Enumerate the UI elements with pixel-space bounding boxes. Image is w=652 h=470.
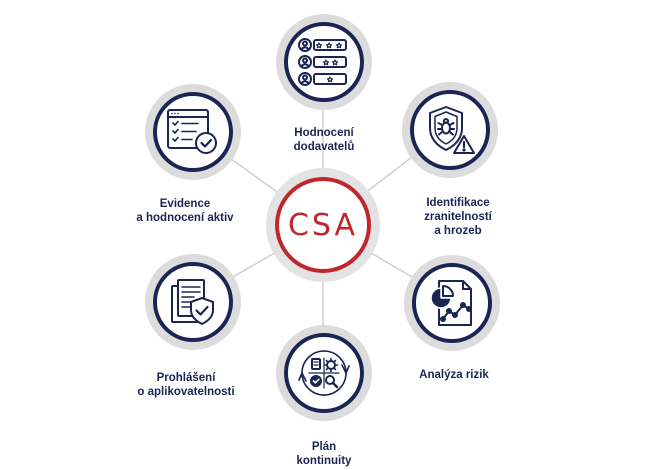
node-supplier-evaluation bbox=[276, 14, 372, 110]
node-applicability-statement bbox=[145, 254, 241, 350]
continuity-cycle-icon bbox=[298, 350, 350, 396]
csa-center-node: CSA bbox=[266, 168, 380, 282]
node-continuity-plan bbox=[276, 325, 372, 421]
label-continuity-plan: Plán kontinuity bbox=[296, 441, 352, 467]
csa-logo-text: CSA bbox=[287, 207, 359, 243]
label-supplier-evaluation: Hodnocení dodavatelů bbox=[293, 127, 355, 153]
report-chart-icon bbox=[430, 280, 472, 326]
node-risk-analysis bbox=[404, 255, 500, 351]
shield-bug-warning-icon bbox=[429, 106, 475, 154]
checklist-approval-icon bbox=[167, 109, 217, 154]
label-threat-identification: Identifikace zranitelností a hrozeb bbox=[424, 197, 492, 237]
label-risk-analysis: Analýza rizik bbox=[419, 369, 489, 381]
label-applicability-statement: Prohlášení o aplikovatelnosti bbox=[137, 372, 235, 398]
documents-shield-icon bbox=[171, 279, 214, 325]
supplier-rating-icon bbox=[298, 38, 347, 86]
label-asset-evaluation: Evidence a hodnocení aktiv bbox=[136, 198, 234, 224]
node-asset-evaluation bbox=[145, 84, 241, 180]
node-threat-identification bbox=[402, 82, 498, 178]
